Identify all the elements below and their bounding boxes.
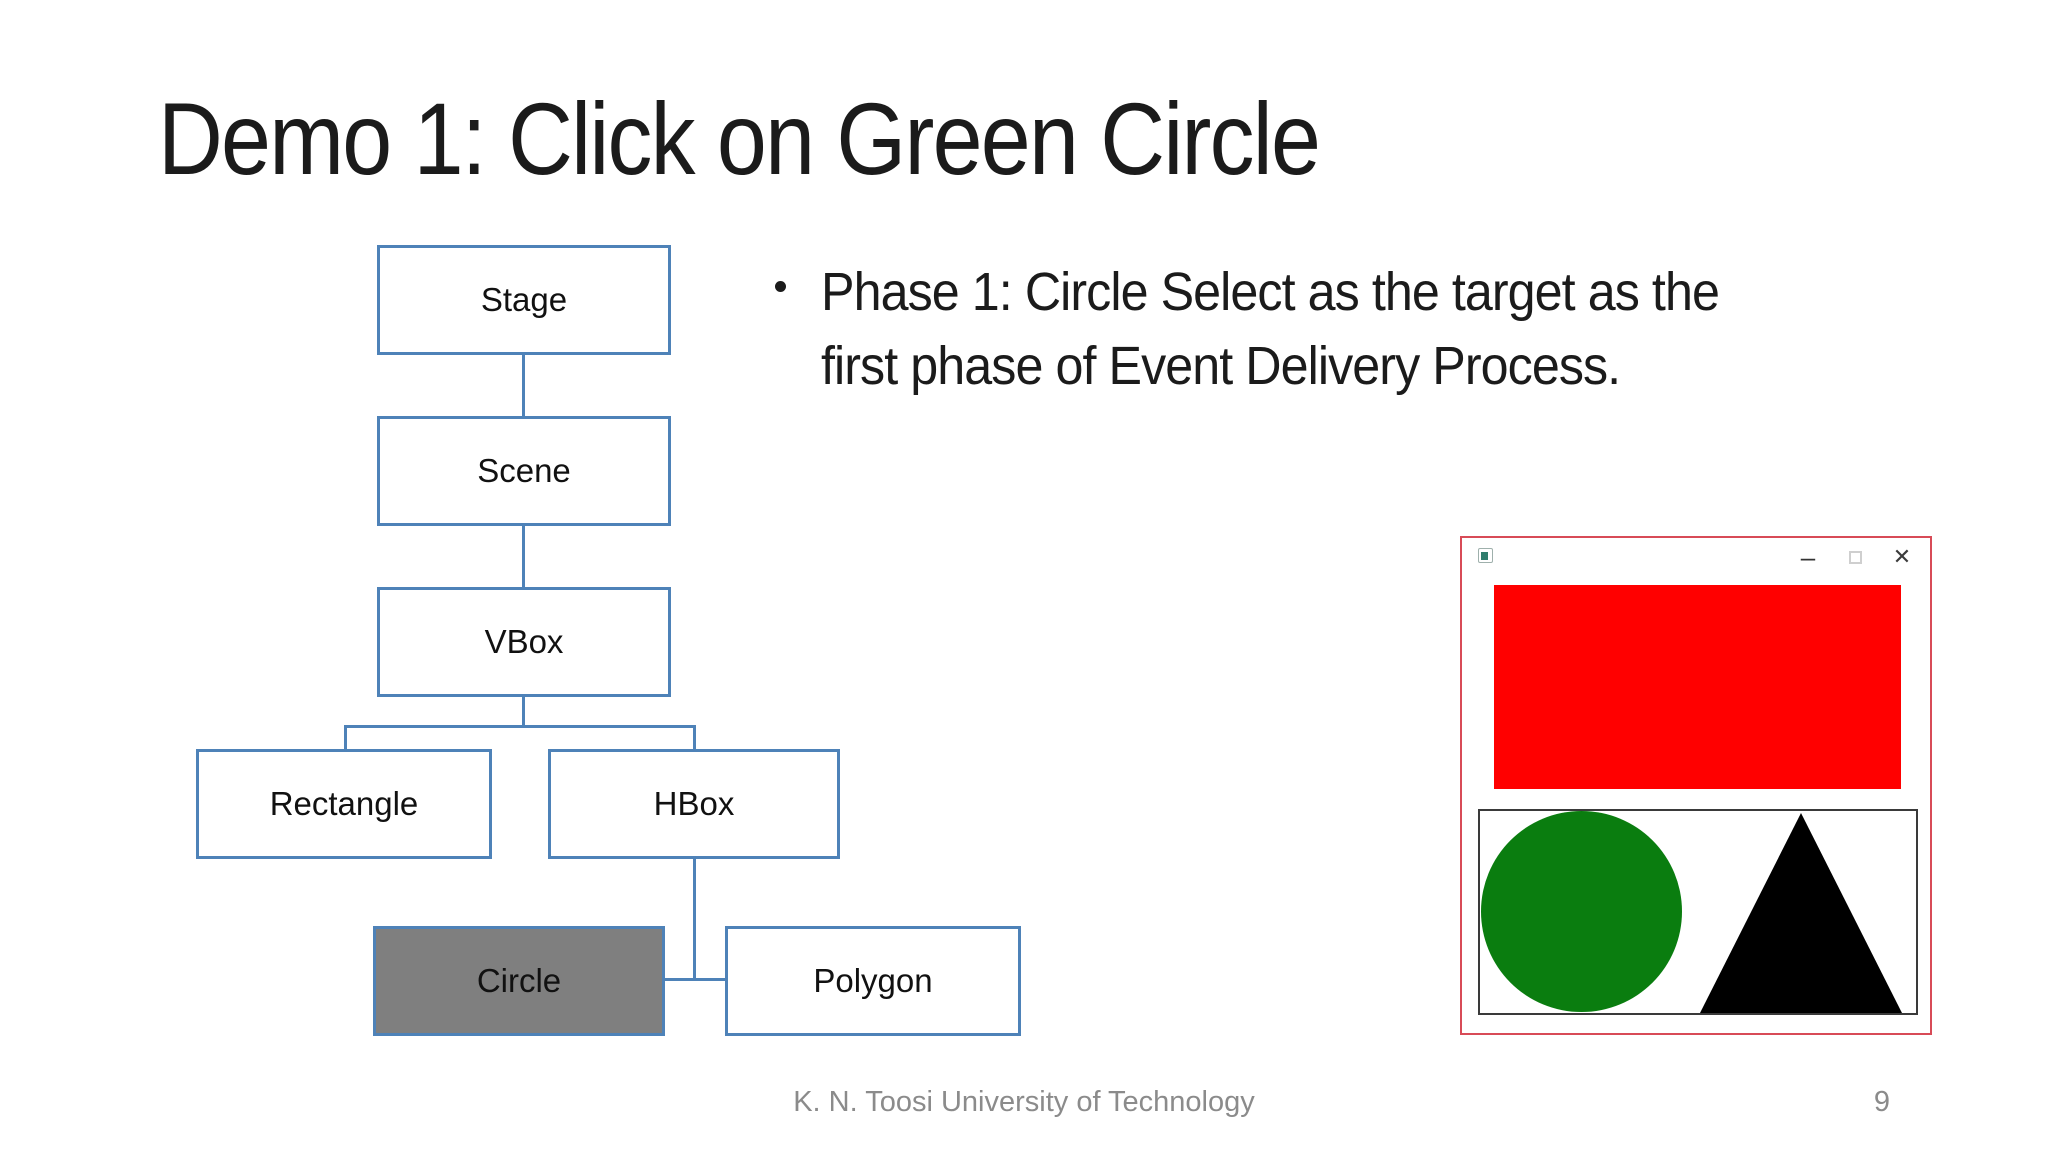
tree-node-label: Circle	[476, 962, 562, 999]
tree-connector-vbox-stem	[522, 697, 525, 725]
page-number: 9	[1873, 1086, 1890, 1118]
minimize-button[interactable]: –	[1794, 542, 1822, 572]
black-triangle-shape	[1700, 813, 1902, 1013]
tree-connector-to-rectangle	[344, 725, 347, 749]
hbox-shape-group	[1478, 809, 1918, 1015]
tree-node-label: Polygon	[813, 962, 933, 999]
tree-node-stage: Stage	[377, 245, 671, 355]
app-window-screenshot: – ✕	[1460, 536, 1932, 1035]
bullet-text: Phase 1: Circle Select as the target as …	[821, 256, 1891, 404]
green-circle-shape	[1481, 811, 1682, 1012]
tree-node-label: Rectangle	[269, 785, 419, 822]
tree-node-rectangle: Rectangle	[196, 749, 492, 859]
tree-node-label: Scene	[477, 452, 571, 489]
bullet-icon	[775, 281, 786, 292]
tree-connector-to-hbox	[693, 725, 696, 749]
close-icon: ✕	[1892, 544, 1912, 569]
red-rectangle-shape	[1494, 585, 1901, 789]
maximize-icon	[1848, 550, 1862, 564]
bullet-line-2: first phase of Event Delivery Process.	[821, 335, 1621, 396]
maximize-button[interactable]	[1841, 542, 1869, 572]
tree-connector-hbox-drop	[693, 859, 696, 981]
tree-node-circle-highlighted: Circle	[373, 926, 665, 1036]
tree-node-label: VBox	[484, 623, 564, 660]
tree-node-polygon: Polygon	[725, 926, 1021, 1036]
tree-node-label: Stage	[480, 281, 568, 318]
tree-node-vbox: VBox	[377, 587, 671, 697]
tree-node-hbox: HBox	[548, 749, 840, 859]
tree-connector-circle-polygon	[665, 978, 725, 981]
tree-node-label: HBox	[653, 785, 735, 822]
tree-connector-branch-bar	[344, 725, 696, 728]
close-button[interactable]: ✕	[1888, 542, 1916, 572]
app-window-icon	[1478, 548, 1493, 563]
page-title: Demo 1: Click on Green Circle	[158, 82, 1321, 196]
bullet-line-1: Phase 1: Circle Select as the target as …	[821, 262, 1720, 322]
app-window-icon-fill	[1481, 552, 1488, 560]
tree-connector-stage-scene	[522, 355, 525, 416]
minimize-icon: –	[1800, 541, 1816, 572]
tree-node-scene: Scene	[377, 416, 671, 526]
footer-institution: K. N. Toosi University of Technology	[793, 1086, 1255, 1118]
tree-connector-scene-vbox	[522, 526, 525, 587]
